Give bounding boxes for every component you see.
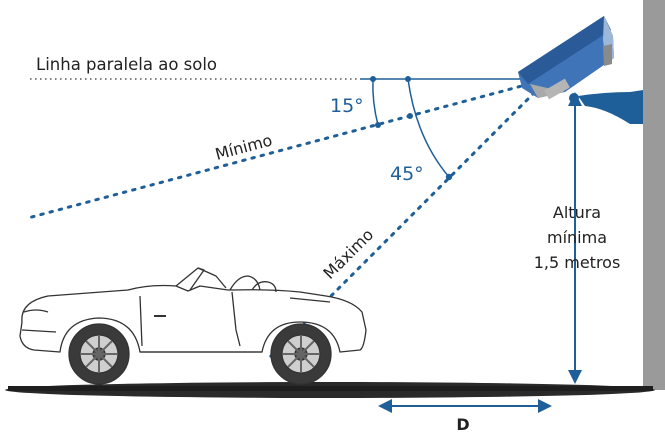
distance-label: D <box>456 415 469 432</box>
maximum-label: Máximo <box>319 225 377 283</box>
angle-45-label: 45° <box>390 163 424 185</box>
ground <box>5 382 655 398</box>
height-arrow <box>568 92 582 384</box>
minimum-dot-2 <box>407 113 413 119</box>
distance-arrow <box>378 399 552 413</box>
height-label-line1: Altura <box>553 203 601 222</box>
angle-15-label: 15° <box>330 95 364 117</box>
car-icon <box>19 267 367 385</box>
angle-arc-45 <box>407 78 450 178</box>
height-label-line2: mínima <box>547 228 607 247</box>
height-label-line3: 1,5 metros <box>534 253 621 272</box>
maximum-line <box>268 77 550 359</box>
camera-icon <box>518 16 643 124</box>
parallel-line-label: Linha paralela ao solo <box>36 55 217 74</box>
wall <box>643 0 665 390</box>
minimum-line <box>26 77 550 220</box>
angle-arc-15 <box>372 78 379 126</box>
